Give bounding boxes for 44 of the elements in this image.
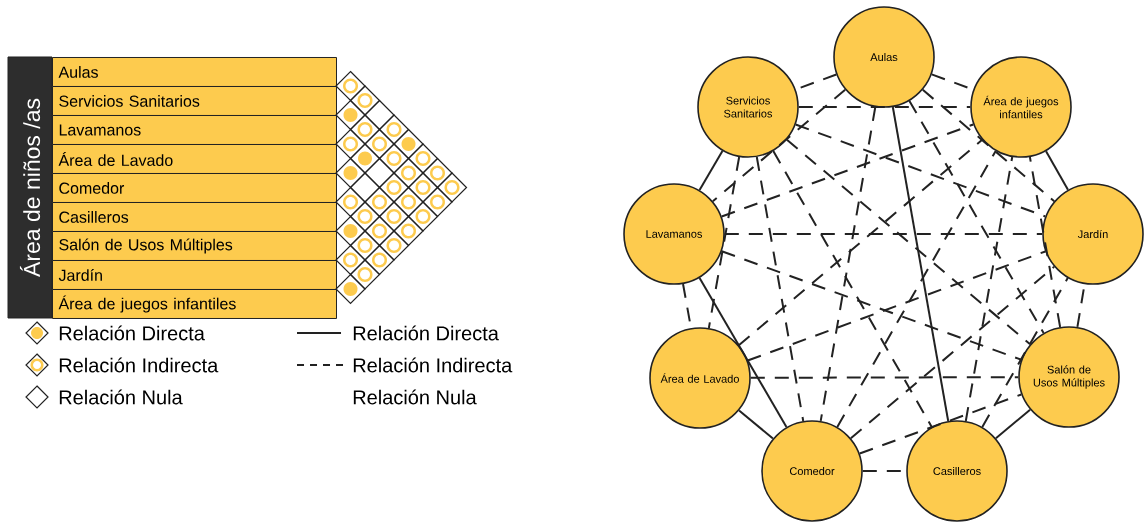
dashed-line: [749, 376, 1020, 379]
relation-line: [994, 408, 1032, 440]
dashed-line: [772, 150, 933, 428]
dashed-line: [908, 99, 1045, 334]
relation-line: [891, 106, 950, 422]
legend-text: Relación Directa: [59, 325, 205, 341]
row-box: Casilleros: [52, 202, 337, 232]
dashed-line: [858, 393, 1023, 455]
dashed-line: [785, 138, 1032, 346]
dashed-line: [720, 123, 975, 218]
row-box: Lavamanos: [52, 115, 337, 145]
relation-line: [698, 149, 724, 192]
legend-text: Relación Indirecta: [353, 357, 513, 373]
relation-line: [1045, 150, 1069, 191]
dashed-line: [746, 250, 1047, 362]
dashed-line: [921, 88, 1056, 203]
row-box: Área de Lavado: [52, 144, 337, 174]
dashed-line: [737, 138, 984, 347]
dashed-line: [836, 150, 997, 428]
legend-text: Relación Indirecta: [59, 357, 219, 373]
dashed-line: [723, 233, 1044, 235]
dashed-line: [794, 123, 1047, 218]
dashed-line: [720, 250, 1023, 361]
row-box: Servicios Sanitarios: [52, 86, 337, 116]
header-band: Área de niños /as: [7, 56, 53, 319]
dashed-line: [981, 277, 1069, 428]
dashed-line: [964, 156, 1014, 422]
legend-text: Relación Nula: [59, 389, 183, 405]
legend-text: Relación Directa: [353, 325, 499, 341]
dashed-line: [1028, 156, 1062, 328]
legend-text: Relación Nula: [353, 389, 477, 405]
dashed-line: [819, 106, 877, 422]
dashed-line: [707, 156, 741, 329]
dashed-line: [755, 156, 805, 422]
dashed-line: [711, 88, 847, 203]
row-box: Área de juegos infantiles: [52, 289, 337, 319]
row-box: Jardín: [52, 260, 337, 290]
relation-line: [698, 276, 788, 429]
dashed-line: [849, 265, 1056, 440]
row-box: Salón de Usos Múltiples: [52, 231, 337, 261]
row-box: Aulas: [52, 57, 337, 87]
relation-line: [738, 409, 774, 440]
dashed-line: [797, 106, 972, 108]
row-box: Comedor: [52, 173, 337, 203]
